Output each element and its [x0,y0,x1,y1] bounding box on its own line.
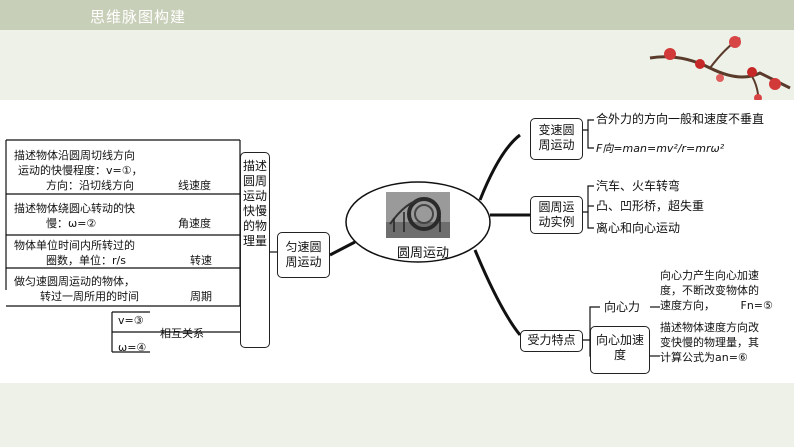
angular-speed-desc-2: 慢：ω=② [46,216,96,231]
vertical-node-speed-quantities: 描述圆周运动快慢的物理量 [240,152,270,348]
linear-speed-desc-2: 运动的快慢程度：v=①， [18,163,143,178]
centripetal-force-desc-1: 向心力产生向心加速 [660,268,778,283]
examples-item-2: 凸、凹形桥，超失重 [596,199,704,214]
angular-speed-desc-1: 描述物体绕圆心转动的快 [14,201,135,216]
rotation-speed-desc-2: 圈数，单位：r/s [46,253,126,268]
variable-speed-formula: F向=man=mv²/r=mrω² [596,141,724,156]
variable-speed-item-1: 合外力的方向一般和速度不垂直 [596,112,764,127]
centripetal-acceleration-desc-2: 变快慢的物理量，其 [660,335,778,350]
relation-formula-1: v=③ [118,313,144,328]
centripetal-force-formula: Fn=⑤ [741,299,773,312]
angular-speed-term: 角速度 [178,216,211,231]
examples-item-3: 离心和向心运动 [596,221,680,236]
centripetal-force-desc-3-text: 速度方向， [660,299,715,312]
linear-speed-desc-3: 方向：沿切线方向 [46,178,134,193]
centripetal-acceleration-node: 向心加速度 [590,326,650,374]
center-label: 圆周运动 [397,246,449,261]
period-desc-2: 转过一周所用的时间 [40,289,139,304]
centripetal-force-desc: 向心力产生向心加速 度，不断改变物体的 速度方向， Fn=⑤ [660,268,778,320]
centripetal-acceleration-desc-1: 描述物体速度方向改 [660,320,778,335]
rotation-speed-desc-1: 物体单位时间内所转过的 [14,238,135,253]
examples-item-1: 汽车、火车转弯 [596,179,680,194]
relation-formula-2: ω=④ [118,340,146,355]
force-characteristics-node: 受力特点 [520,330,583,352]
linear-speed-desc-1: 描述物体沿圆周切线方向 [14,148,135,163]
centripetal-acceleration-desc: 描述物体速度方向改 变快慢的物理量，其 计算公式为an=⑥ [660,320,778,368]
uniform-circular-motion-node: 匀速圆周运动 [277,232,330,278]
period-desc-1: 做匀速圆周运动的物体， [14,274,135,289]
centripetal-acceleration-desc-3: 计算公式为an=⑥ [660,350,778,365]
period-term: 周期 [190,289,212,304]
centripetal-force-desc-3: 速度方向， Fn=⑤ [660,298,778,313]
roller-coaster-photo [386,192,450,238]
relation-term: 相互关系 [160,326,204,341]
centripetal-force-desc-2: 度，不断改变物体的 [660,283,778,298]
linear-speed-term: 线速度 [178,178,211,193]
examples-node: 圆周运动实例 [530,196,583,234]
centripetal-force-label: 向心力 [604,300,640,315]
rotation-speed-term: 转速 [190,253,212,268]
variable-speed-node: 变速圆周运动 [530,118,583,160]
